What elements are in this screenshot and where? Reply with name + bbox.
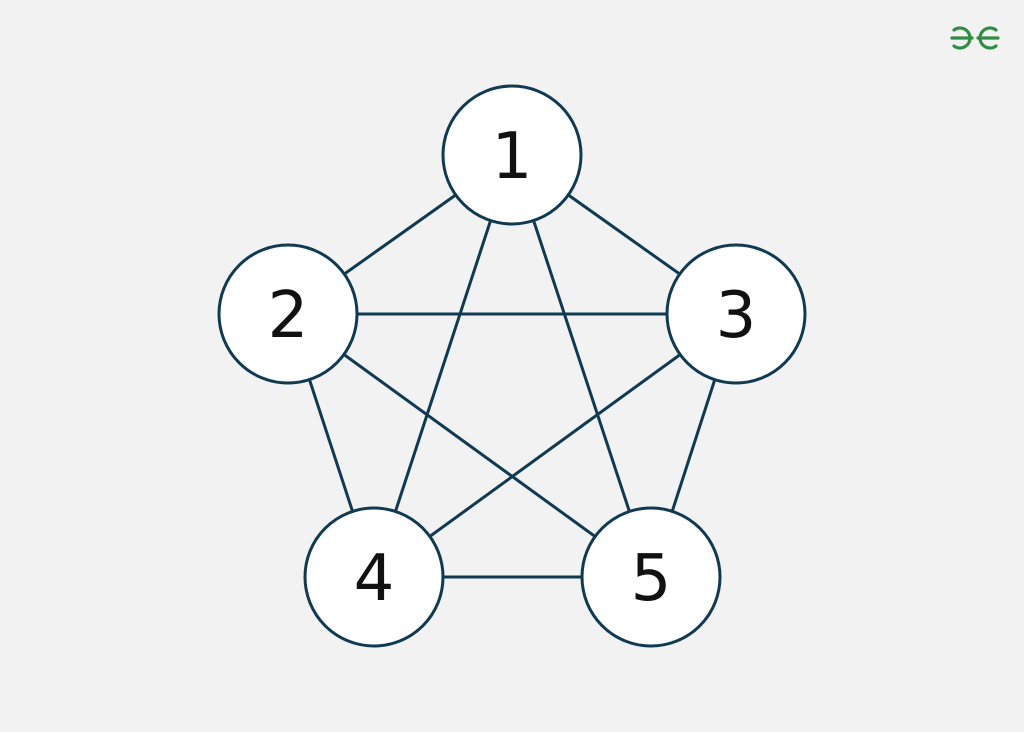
edge-2-5 <box>287 312 652 579</box>
node-5-label: 5 <box>631 542 672 616</box>
logo-left-g <box>950 26 974 50</box>
node-1: 1 <box>441 84 583 226</box>
logo-right-g <box>976 26 1000 50</box>
node-2-label: 2 <box>268 279 309 353</box>
nodes-group: 1 2 3 4 5 <box>217 84 807 648</box>
edge-3-4 <box>373 312 737 579</box>
node-5: 5 <box>580 506 722 648</box>
edge-1-4 <box>372 154 514 578</box>
node-4: 4 <box>303 506 445 648</box>
node-1-circle <box>441 84 583 226</box>
node-5-circle <box>580 506 722 648</box>
node-1-label: 1 <box>492 120 533 194</box>
node-2: 2 <box>217 243 359 385</box>
node-3: 3 <box>665 243 807 385</box>
node-4-circle <box>303 506 445 648</box>
node-4-label: 4 <box>354 542 395 616</box>
node-2-circle <box>217 243 359 385</box>
geeksforgeeks-logo-icon <box>950 26 1000 50</box>
node-3-label: 3 <box>716 279 757 353</box>
edge-1-5 <box>510 154 653 578</box>
node-3-circle <box>665 243 807 385</box>
